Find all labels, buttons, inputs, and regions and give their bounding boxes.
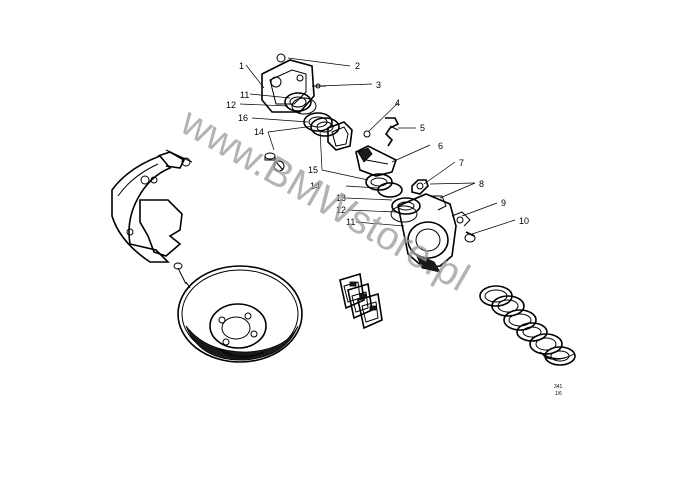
seal-rings-upper	[303, 112, 340, 137]
bleed-screw	[451, 211, 476, 243]
callout-12: 12	[226, 100, 236, 110]
callout-2: 2	[355, 61, 360, 71]
callout-14-lower: 14	[310, 181, 320, 191]
washer	[363, 130, 371, 138]
callout-11: 11	[240, 90, 249, 100]
callout-9: 9	[501, 198, 506, 208]
callout-1: 1	[239, 61, 244, 71]
callouts: 1 2 3 4 5 6 7 8 9 10 11 12 13 14 15 16 1…	[226, 61, 529, 227]
brake-shield	[111, 149, 193, 289]
bolt	[264, 152, 285, 172]
callout-16: 16	[238, 113, 248, 123]
callout-15: 15	[308, 165, 318, 175]
callout-4: 4	[395, 98, 400, 108]
diagram-code-number: 341	[554, 384, 563, 390]
callout-5: 5	[420, 123, 425, 133]
brake-pads-set	[339, 272, 383, 330]
brake-disc	[177, 265, 303, 363]
diagram-code: 341 1/6	[554, 384, 563, 397]
callout-8: 8	[479, 179, 484, 189]
callout-11-lower: 11	[346, 217, 355, 227]
brake-pad-small	[327, 121, 353, 151]
callout-10: 10	[519, 216, 529, 226]
diagram-code-page: 1/6	[555, 391, 562, 397]
callout-13: 13	[336, 193, 346, 203]
leader-lines	[239, 57, 516, 235]
callout-14: 14	[254, 127, 264, 137]
caliper-upper	[261, 53, 326, 115]
callout-7: 7	[459, 158, 464, 168]
seal-kit	[479, 285, 576, 366]
callout-12-lower: 12	[336, 205, 346, 215]
seal-rings-middle	[365, 173, 403, 198]
caliper-lower	[390, 193, 457, 273]
spring-clip	[384, 117, 400, 147]
pin	[411, 179, 447, 211]
plate	[355, 145, 397, 177]
callout-3: 3	[376, 80, 381, 90]
callout-6: 6	[438, 141, 443, 151]
